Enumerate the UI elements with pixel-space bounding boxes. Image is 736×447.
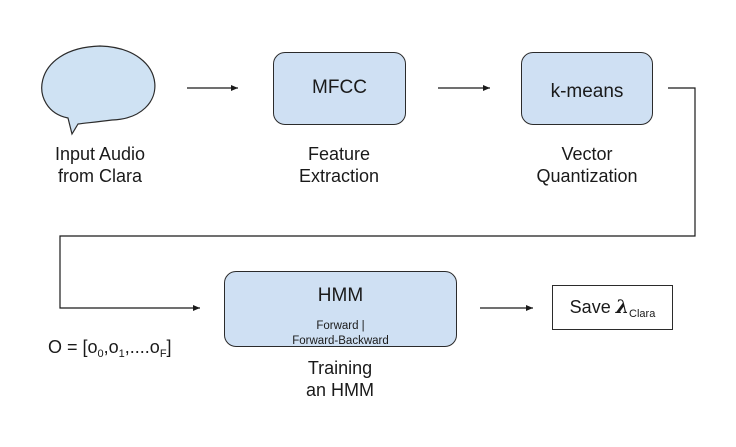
lambda-subscript: Clara <box>629 308 656 320</box>
training-caption: Training an HMM <box>260 357 420 401</box>
lambda-symbol: λ <box>615 296 630 318</box>
mfcc-title: MFCC <box>312 77 367 98</box>
input-audio-caption-line1: Input Audio <box>54 144 146 164</box>
obs-sub1: 1 <box>118 348 125 360</box>
hmm-box: HMM Forward | Forward-Backward <box>224 271 457 347</box>
mfcc-box: MFCC <box>273 52 406 125</box>
obs-prefix: O = [o <box>48 337 98 357</box>
save-label: Save <box>569 297 616 317</box>
input-audio-caption: Input Audio from Clara <box>20 143 180 187</box>
kmeans-box: k-means <box>521 52 653 125</box>
kmeans-title: k-means <box>550 81 624 102</box>
save-model-box: Save λClara <box>552 285 673 330</box>
vector-quantization-caption: Vector Quantization <box>507 143 667 187</box>
hmm-title: HMM <box>317 285 364 306</box>
hmm-detail-line1: Forward | <box>316 320 365 332</box>
training-caption-line2: an HMM <box>305 380 374 400</box>
input-audio-caption-line2: from Clara <box>57 166 142 186</box>
obs-sep1: ,o <box>103 337 119 357</box>
obs-suffix: ] <box>166 337 172 357</box>
observation-sequence: O = [o0,o1,....oF] <box>48 337 172 360</box>
obs-sep2: ,....o <box>124 337 160 357</box>
feature-extraction-caption-line1: Feature <box>307 144 371 164</box>
feature-extraction-caption-line2: Extraction <box>298 166 380 186</box>
feature-extraction-caption: Feature Extraction <box>259 143 419 187</box>
vector-quantization-caption-line2: Quantization <box>536 166 638 186</box>
vector-quantization-caption-line1: Vector <box>561 144 613 164</box>
obs-subF: F <box>159 348 167 360</box>
hmm-detail-line2: Forward-Backward <box>292 335 389 347</box>
speech-bubble-icon <box>41 45 156 136</box>
obs-sub0: 0 <box>97 348 104 360</box>
training-caption-line1: Training <box>307 358 373 378</box>
connector-kmeans-to-hmm <box>59 87 696 311</box>
